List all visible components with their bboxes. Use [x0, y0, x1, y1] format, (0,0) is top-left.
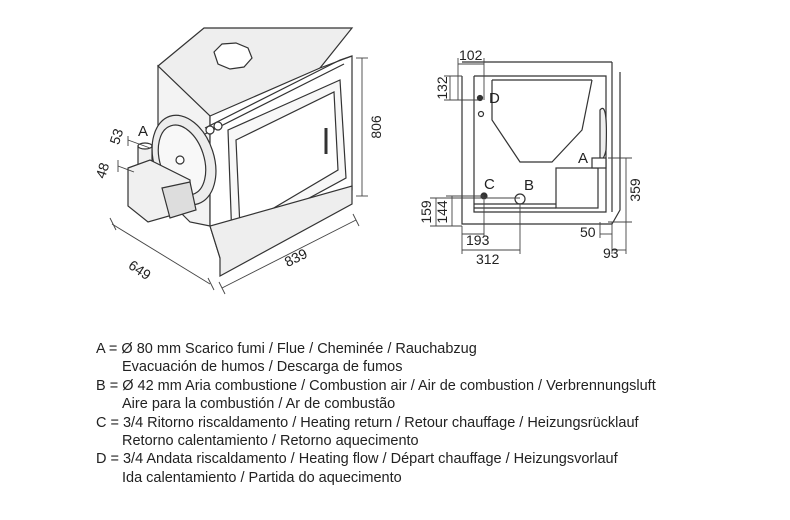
isometric-view	[127, 27, 354, 278]
connection-legend: A = Ø 80 mm Scarico fumi / Flue / Chemin…	[96, 340, 776, 487]
side-inner-outline	[473, 75, 607, 213]
side-dimension-lines	[430, 58, 632, 254]
side-b-height-label: 159	[418, 200, 434, 224]
iso-door-glass	[235, 91, 339, 230]
iso-width-label: 839	[282, 245, 310, 270]
iso-dimension-lines	[109, 57, 368, 295]
side-marker-d: D	[489, 90, 500, 107]
iso-depth-label: 649	[126, 257, 154, 283]
iso-flue-height-label: 48	[92, 160, 112, 180]
legend-a-line2: Evacuación de humos / Descarga de fumos	[122, 359, 403, 376]
side-a-total-label: 93	[603, 245, 619, 261]
legend-entry-c: C = 3/4 Ritorno riscaldamento / Heating …	[96, 414, 776, 451]
technical-drawing: 649 839 806 53 48 A	[92, 27, 643, 295]
legend-c-line2: Retorno calentamiento / Retorno aquecime…	[122, 433, 419, 450]
iso-trim-2	[204, 63, 345, 135]
side-c-height-label: 144	[434, 200, 450, 224]
iso-valve-2	[213, 121, 223, 131]
iso-trim	[204, 55, 353, 129]
side-c-offset-label: 193	[466, 232, 490, 248]
side-marker-a: A	[578, 150, 588, 167]
side-d-offset-label: 102	[459, 47, 483, 63]
side-marker-c: C	[484, 176, 495, 193]
side-burner-box	[555, 167, 599, 209]
side-flue-stub	[591, 157, 607, 169]
side-d-port-2	[477, 110, 485, 118]
side-d-port	[476, 94, 484, 102]
side-a-offset-label: 50	[580, 224, 596, 240]
side-b-offset-label: 312	[476, 251, 500, 267]
legend-c-line1: C = 3/4 Ritorno riscaldamento / Heating …	[96, 414, 639, 431]
iso-marker-a: A	[138, 123, 148, 140]
side-hopper	[491, 79, 593, 163]
iso-height-label: 806	[368, 115, 384, 139]
legend-b-line1: B = Ø 42 mm Aria combustione / Combustio…	[96, 377, 656, 394]
iso-plinth	[209, 185, 353, 278]
iso-fan-box	[161, 181, 197, 219]
legend-b-line2: Aire para la combustión / Ar de combustã…	[122, 396, 396, 413]
side-b-port	[514, 193, 526, 205]
legend-entry-a: A = Ø 80 mm Scarico fumi / Flue / Chemin…	[96, 340, 776, 377]
side-marker-b: B	[524, 177, 534, 194]
legend-a-line1: A = Ø 80 mm Scarico fumi / Flue / Chemin…	[96, 341, 477, 357]
iso-flue-offset-label: 53	[106, 126, 126, 146]
legend-d-line1: D = 3/4 Andata riscaldamento / Heating f…	[96, 451, 618, 468]
side-a-height-label: 359	[627, 178, 643, 202]
side-door-glass	[599, 107, 607, 161]
iso-hatch-knob	[175, 155, 185, 165]
iso-flue-octagon	[213, 42, 253, 70]
legend-entry-d: D = 3/4 Andata riscaldamento / Heating f…	[96, 450, 776, 487]
iso-valve-1	[205, 125, 215, 135]
side-d-height-label: 132	[434, 76, 450, 100]
legend-d-line2: Ida calentamiento / Partida do aquecimen…	[122, 469, 402, 486]
legend-entry-b: B = Ø 42 mm Aria combustione / Combustio…	[96, 377, 776, 414]
side-section-view	[461, 61, 621, 225]
